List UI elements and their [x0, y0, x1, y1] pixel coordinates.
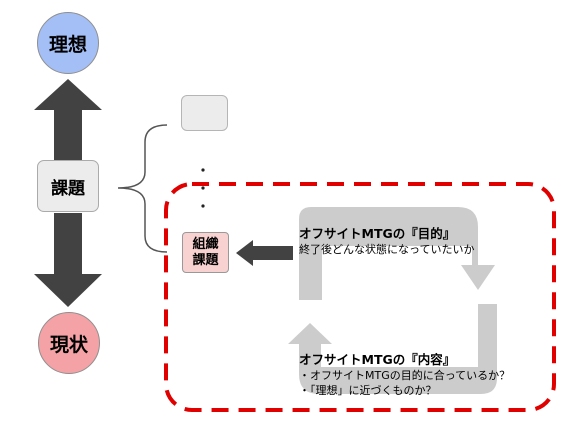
current-label: 現状: [49, 333, 88, 356]
org-issue-label: 組織 課題: [192, 236, 219, 268]
org-issue-node: 組織 課題: [182, 232, 229, 273]
content-text-block: オフサイトMTGの『内容』 ・オフサイトMTGの目的に合っているか？ ・「理想」…: [299, 352, 510, 398]
purpose-heading: オフサイトMTGの『目的』: [299, 226, 456, 241]
cycle-arrow-bottom: [288, 304, 497, 394]
content-line-1: ・オフサイトMTGの目的に合っているか？: [299, 369, 511, 382]
current-node: 現状: [38, 312, 100, 374]
cycle-arrows: [288, 207, 497, 394]
issue-node: 課題: [37, 160, 99, 212]
placeholder-issue-box: [181, 95, 228, 131]
issue-label: 課題: [51, 178, 85, 199]
ellipsis-dots: [201, 168, 205, 208]
ideal-node: 理想: [37, 12, 99, 74]
org-issue-pointer-arrow: [236, 240, 293, 266]
content-line-2: ・「理想」に近づくものか？: [299, 384, 437, 397]
issue-brace: [117, 124, 168, 253]
cycle-arrow-top: [299, 207, 495, 300]
ideal-label: 理想: [48, 33, 87, 56]
ideal-current-double-arrow: [34, 79, 102, 307]
content-heading: オフサイトMTGの『内容』: [299, 352, 456, 367]
dashed-focus-frame: [164, 182, 556, 412]
purpose-text-block: オフサイトMTGの『目的』 終了後どんな状態になっていたいか: [299, 226, 474, 257]
purpose-body: 終了後どんな状態になっていたいか: [299, 243, 475, 256]
